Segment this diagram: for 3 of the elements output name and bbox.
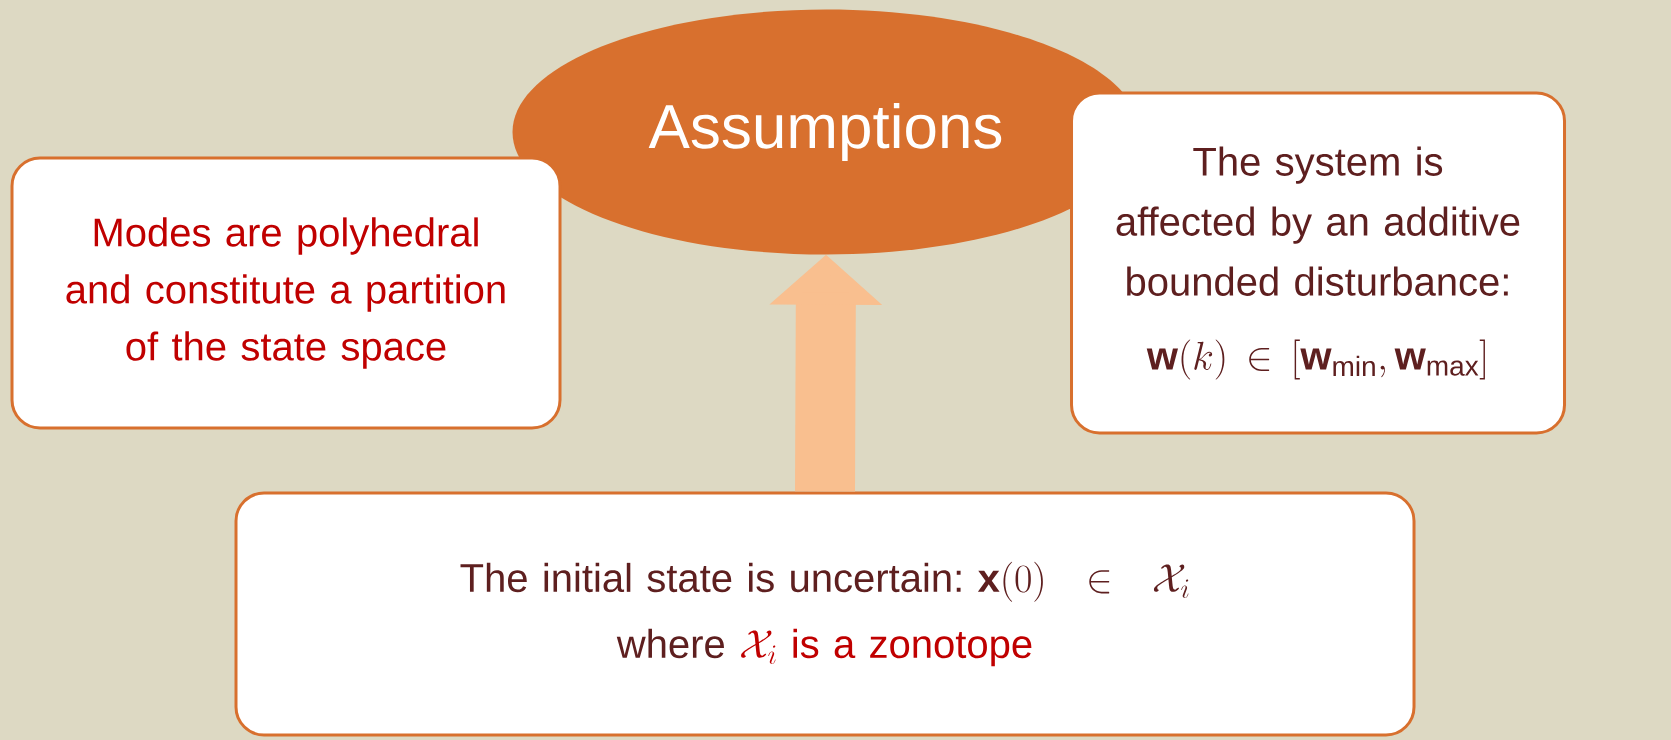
assumption-box: Modes are polyhedral and constitute a partition of the state space: [10, 156, 562, 430]
assumption-box: The initial state is uncertain: $\mathbf{x}(0) \in \mathcal{X}_i$ where $\mathcal{X}_i$ is a zonotope: [234, 491, 1416, 737]
assumption-box: The system is affected by an additive bounded disturbance: $\mathbf{w}(k) \in [\mathbf{w}_{\min}, \mathbf{w}_{\max}]$: [1070, 91, 1566, 435]
